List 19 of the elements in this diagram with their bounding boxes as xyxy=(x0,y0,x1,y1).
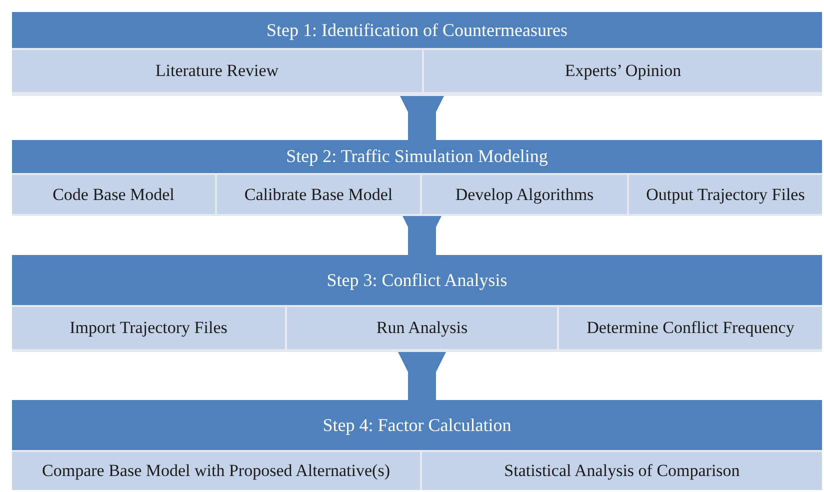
task-box: Literature Review xyxy=(12,50,422,92)
task-box: Code Base Model xyxy=(12,175,215,214)
step-panel xyxy=(12,12,822,96)
task-box: Develop Algorithms xyxy=(422,175,627,214)
step-header: Step 4: Factor Calculation xyxy=(12,400,822,450)
task-box: Calibrate Base Model xyxy=(217,175,420,214)
task-box: Run Analysis xyxy=(287,307,557,349)
task-box: Statistical Analysis of Comparison xyxy=(422,452,822,490)
task-box: Experts’ Opinion xyxy=(424,50,822,92)
task-box: Determine Conflict Frequency xyxy=(559,307,822,349)
step-header: Step 3: Conflict Analysis xyxy=(12,255,822,305)
task-box: Compare Base Model with Proposed Alternative(s) xyxy=(12,452,420,490)
step-panel xyxy=(12,400,822,490)
task-box: Output Trajectory Files xyxy=(629,175,822,214)
step-panel xyxy=(12,255,822,352)
task-box: Import Trajectory Files xyxy=(12,307,285,349)
step-panel xyxy=(12,140,822,216)
step-header: Step 1: Identification of Countermeasures xyxy=(12,12,822,48)
step-header: Step 2: Traffic Simulation Modeling xyxy=(12,140,822,173)
